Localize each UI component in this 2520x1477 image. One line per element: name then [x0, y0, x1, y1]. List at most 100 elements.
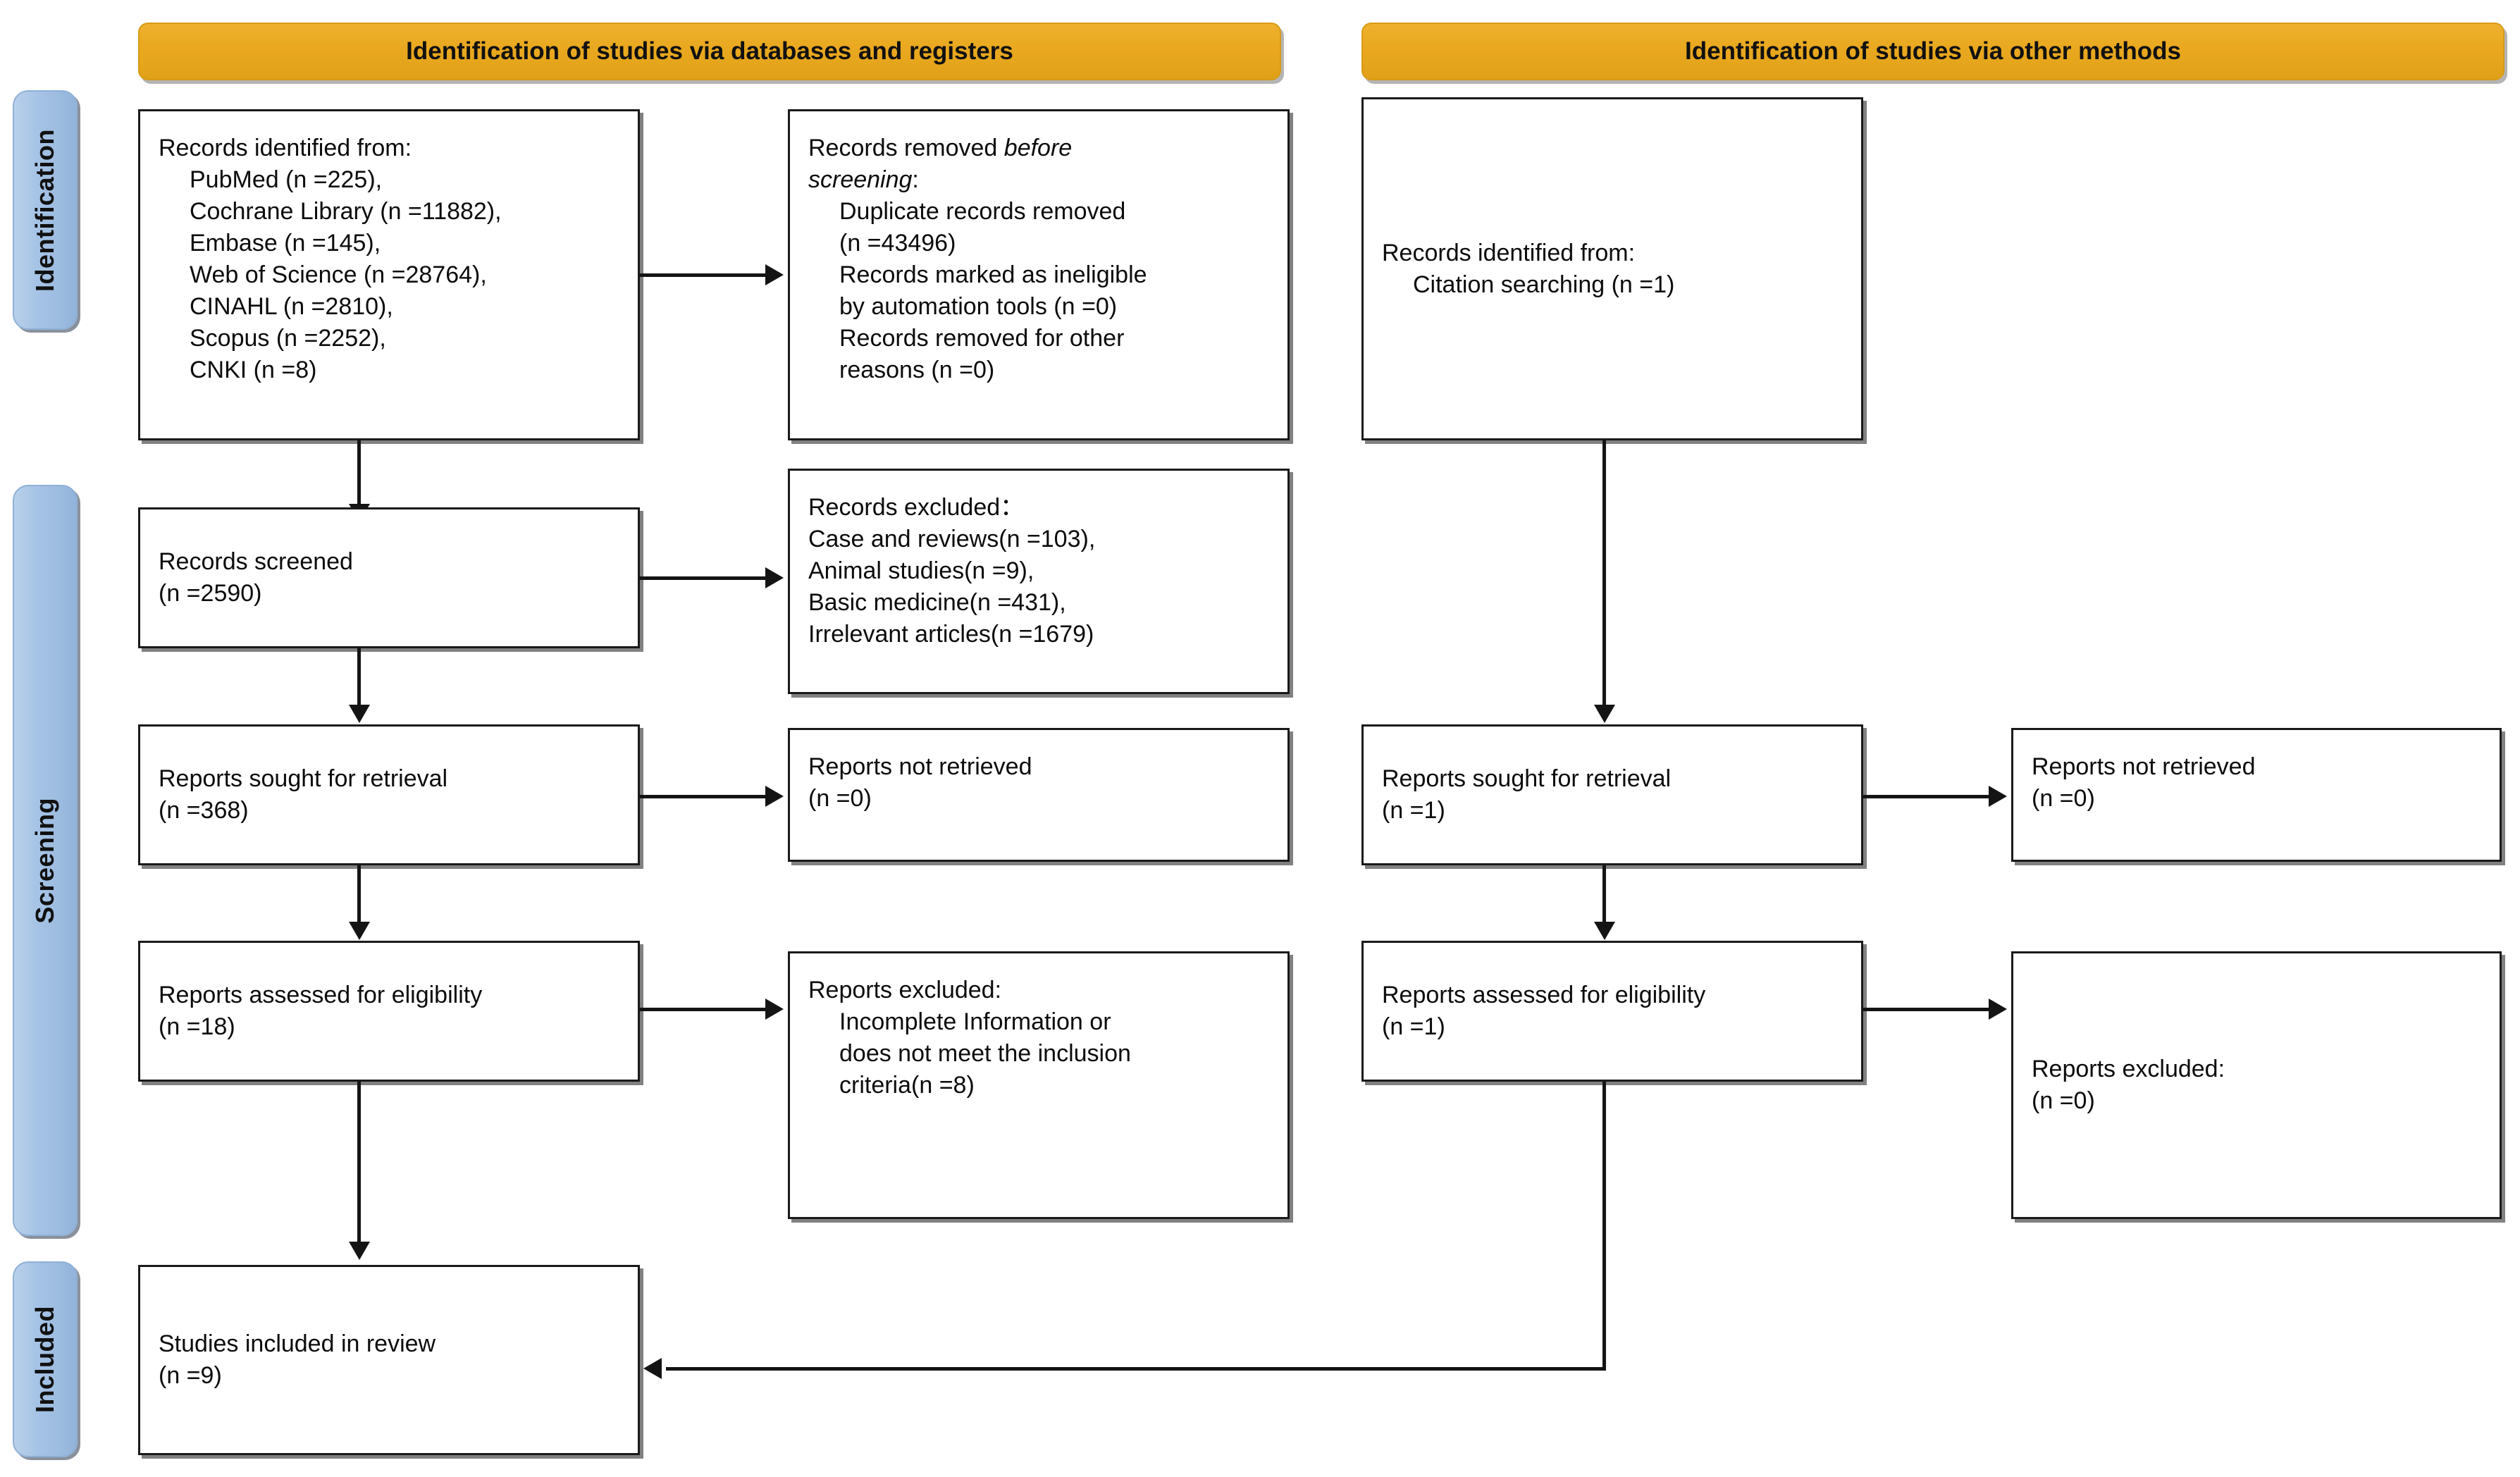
box-studies-included-content: Studies included in review (n =9)	[159, 1328, 628, 1392]
text-line: Reports excluded:	[808, 977, 1002, 1003]
text-line: CINAHL (n =2810),	[190, 293, 393, 320]
connector-sought-to-assessed-db	[357, 865, 361, 929]
phase-label-identification: Identification	[30, 128, 59, 292]
connector-assessed-other-to-included-vertical	[1602, 1082, 1606, 1371]
arrowhead-sought-to-not-retrieved-db	[765, 786, 784, 807]
text-line: Basic medicine(n =431),	[808, 589, 1066, 616]
arrowhead-screened-to-excluded	[765, 567, 784, 588]
box-records-identified-other-content: Records identified from: Citation search…	[1382, 237, 1851, 301]
text-line: Embase (n =145),	[190, 230, 381, 257]
box-records-removed-before-screening: Records removed before screening: Duplic…	[788, 109, 1290, 440]
box-records-identified-other: Records identified from: Citation search…	[1361, 97, 1863, 440]
box-reports-sought-other: Reports sought for retrieval (n =1)	[1361, 724, 1863, 865]
box-reports-excluded-other: Reports excluded: (n =0)	[2011, 951, 2502, 1219]
text-line: Records removed for other	[839, 325, 1125, 352]
text-line: (n =1)	[1382, 797, 1445, 824]
banner-other-methods-label: Identification of studies via other meth…	[1685, 37, 2181, 65]
text-line: Web of Science (n =28764),	[190, 261, 487, 288]
connector-assessed-other-to-included-horizontal	[666, 1367, 1606, 1371]
text-span-italic: screening	[808, 166, 913, 193]
banner-databases-registers: Identification of studies via databases …	[138, 23, 1281, 80]
text-span-plain: :	[912, 166, 919, 193]
text-line: (n =1)	[1382, 1013, 1445, 1040]
box-reports-not-retrieved-other-content: Reports not retrieved (n =0)	[2032, 751, 2490, 815]
text-line: Records screened	[159, 548, 353, 575]
text-line: (n =0)	[2032, 1087, 2095, 1114]
box-records-identified-databases-content: Records identified from: PubMed (n =225)…	[159, 132, 628, 386]
box-studies-included: Studies included in review (n =9)	[138, 1265, 640, 1455]
box-reports-sought-other-content: Reports sought for retrieval (n =1)	[1382, 763, 1851, 827]
box-reports-assessed-other: Reports assessed for eligibility (n =1)	[1361, 941, 1863, 1082]
box-reports-not-retrieved-databases: Reports not retrieved (n =0)	[788, 728, 1290, 862]
text-span-italic: before	[1003, 135, 1073, 161]
phase-pill-screening: Screening	[13, 485, 78, 1236]
text-line: Cochrane Library (n =11882),	[190, 198, 502, 225]
connector-assessed-to-excluded-other	[1863, 1008, 1989, 1011]
box-reports-assessed-databases-content: Reports assessed for eligibility (n =18)	[159, 979, 628, 1043]
banner-databases-label: Identification of studies via databases …	[406, 37, 1013, 65]
text-line: Case and reviews(n =103),	[808, 526, 1096, 552]
arrowhead-screened-to-sought	[349, 705, 370, 723]
banner-other-methods: Identification of studies via other meth…	[1361, 23, 2504, 80]
text-line: (n =43496)	[839, 230, 956, 257]
text-line: Incomplete Information or	[839, 1008, 1111, 1035]
text-line: reasons (n =0)	[839, 357, 995, 383]
text-line: (n =18)	[159, 1013, 235, 1040]
arrowhead-assessed-to-included	[349, 1242, 370, 1260]
box-reports-excluded-databases: Reports excluded: Incomplete Information…	[788, 951, 1290, 1219]
box-reports-assessed-other-content: Reports assessed for eligibility (n =1)	[1382, 979, 1851, 1043]
box-records-excluded: Records excluded： Case and reviews(n =10…	[788, 469, 1290, 694]
connector-assessed-to-included	[357, 1082, 361, 1251]
box-records-removed-content: Records removed before screening: Duplic…	[808, 132, 1278, 386]
box-reports-not-retrieved-databases-content: Reports not retrieved (n =0)	[808, 751, 1278, 815]
text-line: Records identified from:	[159, 135, 412, 161]
text-line: screening:	[808, 164, 1278, 196]
text-line: criteria(n =8)	[839, 1072, 975, 1099]
box-reports-excluded-databases-content: Reports excluded: Incomplete Information…	[808, 975, 1278, 1101]
text-line: Scopus (n =2252),	[190, 325, 386, 352]
text-line: Records identified from:	[1382, 239, 1636, 266]
box-records-screened-content: Records screened (n =2590)	[159, 546, 628, 610]
text-line: Studies included in review	[159, 1330, 436, 1357]
box-reports-sought-databases: Reports sought for retrieval (n =368)	[138, 724, 640, 865]
connector-identified-other-to-sought	[1602, 440, 1606, 712]
text-line: Reports sought for retrieval	[159, 765, 448, 792]
text-line: Citation searching (n =1)	[1413, 271, 1675, 298]
connector-screened-to-excluded	[640, 576, 765, 580]
arrowhead-other-to-included	[643, 1358, 662, 1379]
connector-sought-to-not-retrieved-other	[1863, 795, 1989, 798]
arrowhead-assessed-to-excluded-other	[1989, 999, 2007, 1020]
text-line: by automation tools (n =0)	[839, 293, 1118, 320]
connector-sought-to-assessed-other	[1602, 865, 1606, 929]
phase-label-screening: Screening	[30, 797, 59, 924]
box-records-screened: Records screened (n =2590)	[138, 507, 640, 648]
text-line: PubMed (n =225),	[190, 166, 383, 193]
text-line: Reports not retrieved	[808, 753, 1032, 780]
arrowhead-sought-to-not-retrieved-other	[1989, 786, 2007, 807]
phase-label-included: Included	[30, 1305, 59, 1413]
text-line: (n =0)	[2032, 785, 2095, 812]
arrowhead-identified-to-removed	[765, 264, 784, 285]
text-line: Reports excluded:	[2032, 1056, 2225, 1082]
text-line: Animal studies(n =9),	[808, 557, 1034, 584]
text-line: Records excluded：	[808, 494, 1025, 521]
box-reports-excluded-other-content: Reports excluded: (n =0)	[2032, 1053, 2490, 1117]
arrowhead-assessed-to-excluded-db	[765, 999, 784, 1020]
connector-assessed-to-excluded-db	[640, 1008, 765, 1011]
text-line: (n =0)	[808, 785, 872, 812]
text-line: Records removed before	[808, 132, 1278, 164]
connector-sought-to-not-retrieved-db	[640, 795, 765, 798]
phase-pill-included: Included	[13, 1261, 78, 1457]
arrowhead-identified-other-to-sought	[1594, 705, 1615, 723]
box-records-excluded-content: Records excluded： Case and reviews(n =10…	[808, 492, 1278, 650]
text-line: CNKI (n =8)	[190, 357, 317, 383]
arrowhead-sought-to-assessed-other	[1594, 922, 1615, 940]
text-line: (n =368)	[159, 797, 249, 824]
text-line: Duplicate records removed	[839, 198, 1126, 225]
connector-identified-to-removed	[640, 273, 765, 277]
text-line: (n =9)	[159, 1362, 222, 1389]
text-line: Records marked as ineligible	[839, 261, 1147, 288]
box-reports-sought-databases-content: Reports sought for retrieval (n =368)	[159, 763, 628, 827]
text-line: Reports assessed for eligibility	[1382, 982, 1706, 1008]
text-line: Reports not retrieved	[2032, 753, 2256, 780]
